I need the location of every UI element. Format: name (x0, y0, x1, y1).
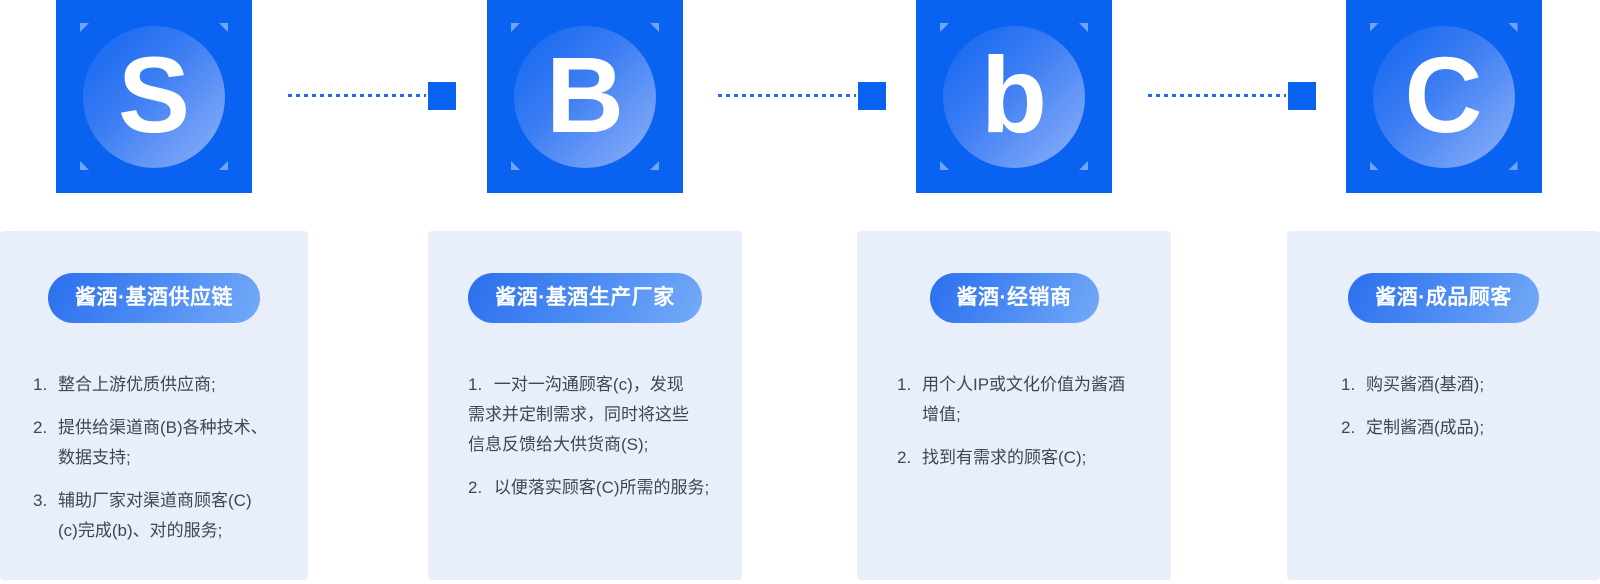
dotted-line (288, 94, 426, 97)
category-badge: 酱酒·基酒供应链 (48, 273, 260, 323)
flow-node-square: C (1345, 0, 1542, 193)
node-letter: C (1404, 33, 1483, 155)
list-item: 1. 购买酱酒(基酒); (1341, 370, 1582, 400)
item-number: 1. (468, 375, 483, 394)
flow-node-square: S (56, 0, 252, 193)
category-badge: 酱酒·成品顾客 (1348, 273, 1539, 323)
item-number: 3. (33, 491, 48, 510)
card-header: 酱酒·基酒生产厂家 (428, 273, 742, 323)
list-item: 1. 整合上游优质供应商; (33, 370, 290, 400)
category-badge: 酱酒·基酒生产厂家 (468, 273, 702, 323)
corner-mark-icon (80, 161, 89, 170)
corner-mark-icon (219, 161, 228, 170)
list-item: 2. 提供给渠道商(B)各种技术、 数据支持; (33, 413, 290, 473)
item-number: 2. (897, 448, 912, 467)
dotted-line (1148, 94, 1286, 97)
flow-unit-big-b: B 酱酒·基酒生产厂家 1. 一对一沟通顾客(c)，发现 需求并定制需求，同时将… (428, 0, 742, 584)
corner-mark-icon (1369, 161, 1379, 170)
item-number: 1. (33, 375, 48, 394)
letter-circle: C (1372, 25, 1515, 168)
list-item: 2. 找到有需求的顾客(C); (897, 443, 1153, 473)
flow-unit-s: S 酱酒·基酒供应链 1. 整合上游优质供应商; 2. 提供给渠道商(B)各种技… (0, 0, 308, 584)
card-header: 酱酒·经销商 (857, 273, 1171, 323)
node-letter: B (546, 33, 624, 155)
corner-mark-icon (1508, 161, 1518, 170)
letter-circle: S (83, 25, 225, 168)
corner-mark-icon (1079, 23, 1088, 32)
corner-mark-icon (940, 161, 949, 170)
flow-node-square: B (487, 0, 683, 193)
list-item: 1. 一对一沟通顾客(c)，发现 需求并定制需求，同时将这些 信息反馈给大供货商… (468, 370, 724, 460)
item-text: 整合上游优质供应商; (58, 375, 216, 394)
letter-circle: B (514, 25, 656, 168)
info-card: 酱酒·基酒供应链 1. 整合上游优质供应商; 2. 提供给渠道商(B)各种技术、… (0, 231, 308, 580)
corner-mark-icon (1369, 23, 1379, 32)
corner-mark-icon (650, 161, 659, 170)
card-header: 酱酒·基酒供应链 (0, 273, 308, 323)
item-number: 2. (468, 478, 483, 497)
item-text: 一对一沟通顾客(c)，发现 需求并定制需求，同时将这些 信息反馈给大供货商(S)… (468, 375, 689, 454)
node-letter: b (981, 33, 1047, 155)
item-text: 用个人IP或文化价值为酱酒 增值; (922, 375, 1126, 424)
flow-connector (1148, 82, 1316, 110)
feature-list: 1. 购买酱酒(基酒); 2. 定制酱酒(成品); (1287, 370, 1600, 443)
dotted-line (718, 94, 856, 97)
list-item: 2. 定制酱酒(成品); (1341, 413, 1582, 443)
corner-mark-icon (1079, 161, 1088, 170)
corner-mark-icon (219, 23, 228, 32)
corner-mark-icon (80, 23, 89, 32)
flow-connector (288, 82, 456, 110)
corner-mark-icon (940, 23, 949, 32)
category-badge: 酱酒·经销商 (929, 273, 1099, 323)
item-number: 2. (1341, 418, 1356, 437)
corner-mark-icon (650, 23, 659, 32)
corner-mark-icon (1508, 23, 1518, 32)
list-item: 1. 用个人IP或文化价值为酱酒 增值; (897, 370, 1153, 430)
info-card: 酱酒·基酒生产厂家 1. 一对一沟通顾客(c)，发现 需求并定制需求，同时将这些… (428, 231, 742, 580)
letter-circle: b (943, 25, 1085, 168)
corner-mark-icon (511, 23, 520, 32)
item-number: 1. (897, 375, 912, 394)
item-number: 2. (33, 418, 48, 437)
item-text: 提供给渠道商(B)各种技术、 数据支持; (58, 418, 268, 467)
info-card: 酱酒·成品顾客 1. 购买酱酒(基酒); 2. 定制酱酒(成品); (1287, 231, 1600, 580)
item-number: 1. (1341, 375, 1356, 394)
flow-node-square: b (916, 0, 1112, 193)
connector-square (1288, 82, 1316, 110)
item-text: 找到有需求的顾客(C); (922, 448, 1087, 467)
flow-unit-c: C 酱酒·成品顾客 1. 购买酱酒(基酒); 2. 定制酱酒(成品); (1287, 0, 1600, 584)
flow-unit-small-b: b 酱酒·经销商 1. 用个人IP或文化价值为酱酒 增值; 2. 找到有需求的顾… (857, 0, 1171, 584)
list-item: 3. 辅助厂家对渠道商顾客(C) (c)完成(b)、对的服务; (33, 486, 290, 546)
feature-list: 1. 整合上游优质供应商; 2. 提供给渠道商(B)各种技术、 数据支持; 3.… (0, 370, 308, 546)
info-card: 酱酒·经销商 1. 用个人IP或文化价值为酱酒 增值; 2. 找到有需求的顾客(… (857, 231, 1171, 580)
item-text: 以便落实顾客(C)所需的服务; (493, 478, 710, 497)
corner-mark-icon (511, 161, 520, 170)
item-text: 定制酱酒(成品); (1366, 418, 1485, 437)
connector-square (428, 82, 456, 110)
feature-list: 1. 一对一沟通顾客(c)，发现 需求并定制需求，同时将这些 信息反馈给大供货商… (428, 370, 742, 503)
list-item: 2. 以便落实顾客(C)所需的服务; (468, 473, 724, 503)
item-text: 购买酱酒(基酒); (1366, 375, 1485, 394)
node-letter: S (117, 33, 191, 155)
card-header: 酱酒·成品顾客 (1287, 273, 1600, 323)
flow-connector (718, 82, 886, 110)
feature-list: 1. 用个人IP或文化价值为酱酒 增值; 2. 找到有需求的顾客(C); (857, 370, 1171, 473)
item-text: 辅助厂家对渠道商顾客(C) (c)完成(b)、对的服务; (58, 491, 252, 540)
connector-square (858, 82, 886, 110)
